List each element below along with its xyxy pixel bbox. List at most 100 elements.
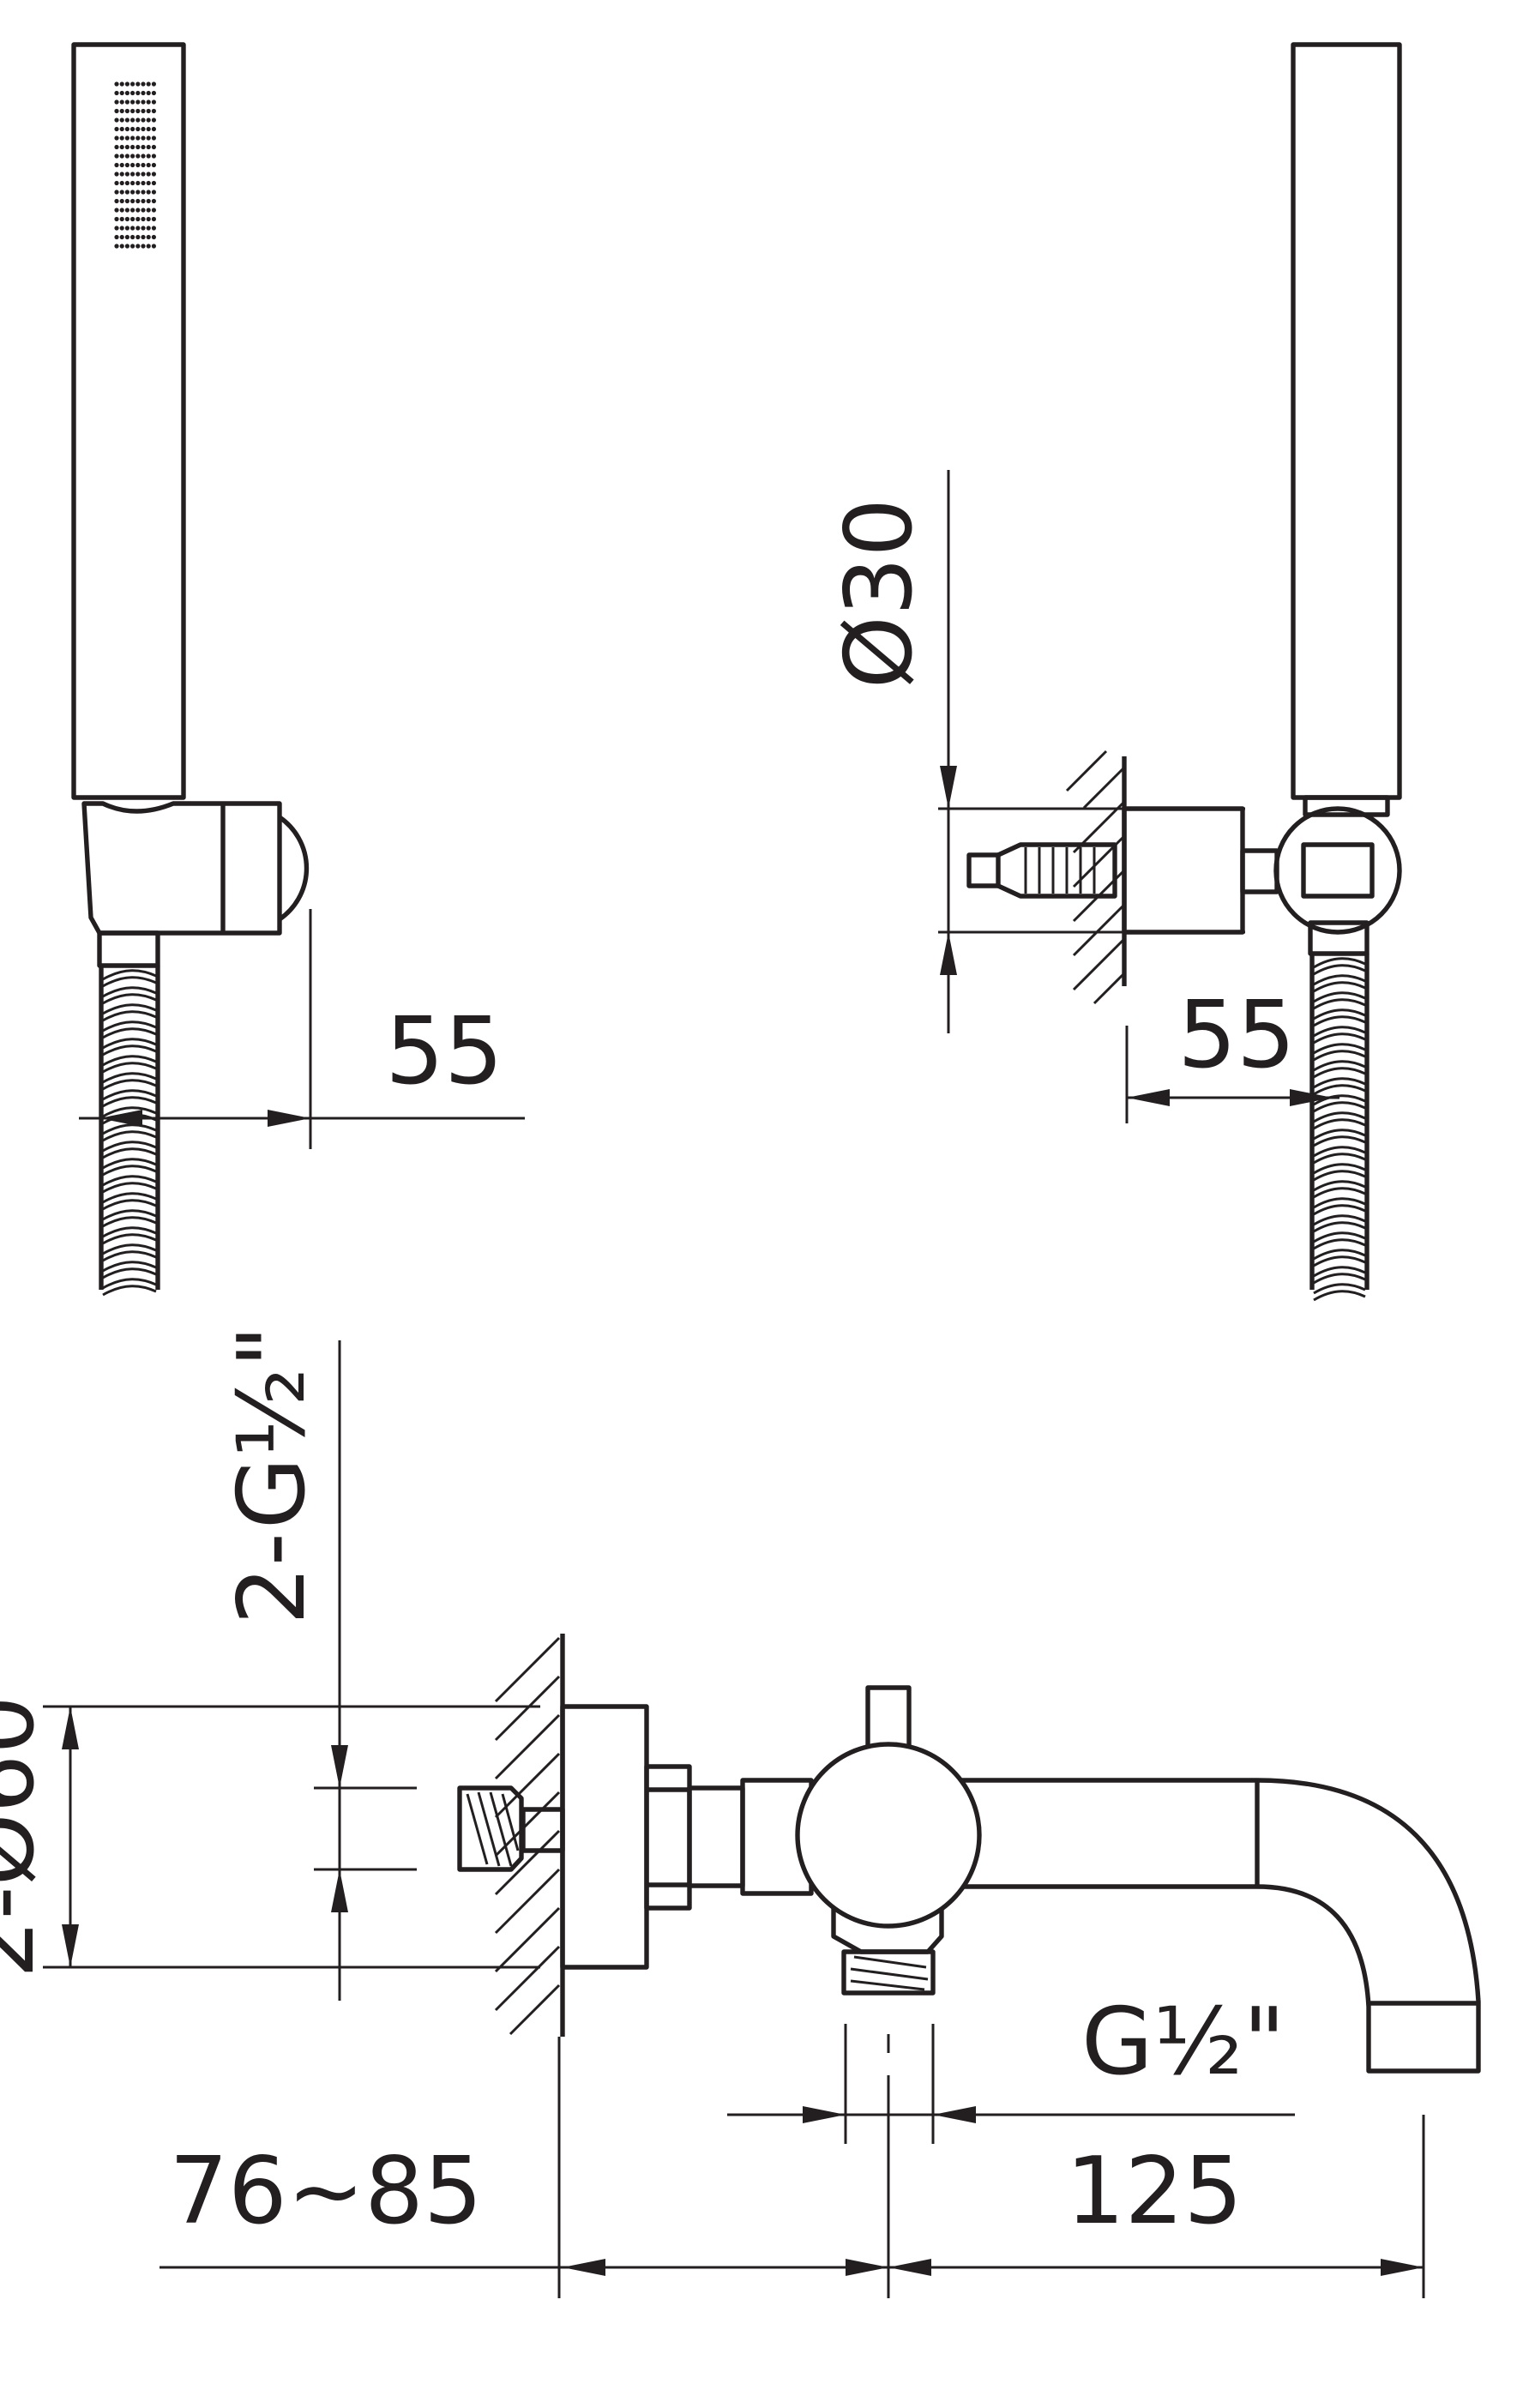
spray-nozzle-dot [124,81,129,87]
hose-coil [1313,1129,1366,1141]
spray-nozzle-dot [130,208,135,213]
spray-nozzle-dot [124,234,129,240]
wall-bracket-view [966,42,1402,1302]
spray-nozzle-dot [114,108,119,114]
spray-nozzle-dot [119,117,124,123]
spray-nozzle-dot [151,198,156,204]
arrowhead [268,1110,310,1127]
spray-nozzle-dot [135,234,141,240]
arrowhead [563,2259,605,2276]
hose-coil [1313,1032,1366,1044]
hose-coil [1313,1197,1366,1209]
holder-bracket [81,801,282,936]
swivel-housing [1301,842,1375,899]
spray-nozzle-dot [141,154,146,159]
inlet-stub [521,1807,565,1853]
spray-nozzle-dot [141,162,146,168]
spray-nozzle-dot [124,90,129,96]
spray-nozzle-dot [141,81,146,87]
spray-nozzle-dot [135,144,141,150]
hose-coil [1313,1187,1366,1199]
diverter-thread [841,1949,936,1996]
spray-nozzle-dot [135,154,141,159]
hose-coil [1313,1146,1366,1158]
spray-nozzle-dot [114,216,119,222]
hose-coil [102,1096,157,1108]
dimension-label-wall-axis: 76~85 [169,2138,482,2245]
hose-coil [102,1243,157,1255]
spray-nozzle-dot [135,117,141,123]
hose-coil [102,1147,157,1159]
spray-nozzle-dot [124,117,129,123]
spray-nozzle-dot [151,180,156,186]
hose-coil [1313,1273,1366,1285]
arrowhead [846,2259,888,2276]
dimension-wall-axis: 76~85 [160,2037,888,2298]
spray-nozzle-dot [151,108,156,114]
spray-nozzle-dot [135,216,141,222]
spray-nozzle-dot [141,198,146,204]
spray-nozzle-dot [124,108,129,114]
spray-nozzle-dot [130,154,135,159]
hose-coil [1313,1135,1366,1147]
flange-stem [1240,848,1279,894]
hose-coil [102,1250,157,1262]
spray-nozzle-dot [141,180,146,186]
hose-coil [102,1020,157,1032]
mixer-wall-hatching [494,1636,561,2036]
dimension-left-55: 55 [79,909,525,1149]
hand-shower-side-view [71,42,310,1297]
spray-nozzle-dot [135,190,141,195]
spray-nozzle-dot [119,108,124,114]
hose-coil [1313,998,1366,1010]
spray-nozzle-dot [146,216,151,222]
spray-nozzle-dot [146,208,151,213]
spray-nozzle-dot [135,108,141,114]
spray-nozzle-dot [146,180,151,186]
spray-nozzle-dot [141,226,146,231]
spray-nozzle-dot [135,90,141,96]
spray-nozzle-dot [119,90,124,96]
spray-nozzle-dot [146,117,151,123]
spray-nozzle-dot [114,208,119,213]
spray-nozzle-dot [135,244,141,249]
arrowhead [99,1110,142,1127]
arrowhead [888,2259,931,2276]
spray-nozzle-dot [124,172,129,177]
arrowhead [933,2106,976,2123]
hose-nut-right [1308,920,1369,956]
spray-nozzle-dot [114,126,119,132]
hose-coil [1313,991,1366,1003]
spray-nozzle-dot [141,126,146,132]
wall-plug-ribs [1024,847,1096,894]
spray-nozzle-dot [114,190,119,195]
hose-coil [102,1055,157,1067]
hose-coil [102,1158,157,1170]
spray-nozzle-dot [146,90,151,96]
hose-coil [1313,1067,1366,1079]
dimension-label-spout-reach: 125 [1066,2138,1243,2245]
hose-coil [1313,1231,1366,1243]
spray-nozzle-dot [141,108,146,114]
arrowhead [1290,1089,1333,1106]
arrowhead [62,1924,79,1967]
hose-coil [1313,1026,1366,1038]
hose-coil [102,1106,157,1118]
hose-nut [97,930,160,968]
arrowhead [940,932,957,975]
bath-mixer-view [457,1634,1481,2074]
hose-coil [1313,1255,1366,1267]
hose-coil [102,1267,157,1279]
hose-coil [102,1226,157,1238]
hose-coil [102,1123,157,1135]
spray-nozzle-dot [141,234,146,240]
spray-nozzle-dot [119,234,124,240]
spray-nozzle-dot [141,244,146,249]
spray-nozzle-dot [124,162,129,168]
spray-nozzle-dot [130,234,135,240]
escutcheon [560,1704,649,1970]
hose-coil [102,1182,157,1194]
spray-nozzle-dot [119,208,124,213]
dimension-label-inlet-thread: 2-G½" [219,1325,326,1625]
